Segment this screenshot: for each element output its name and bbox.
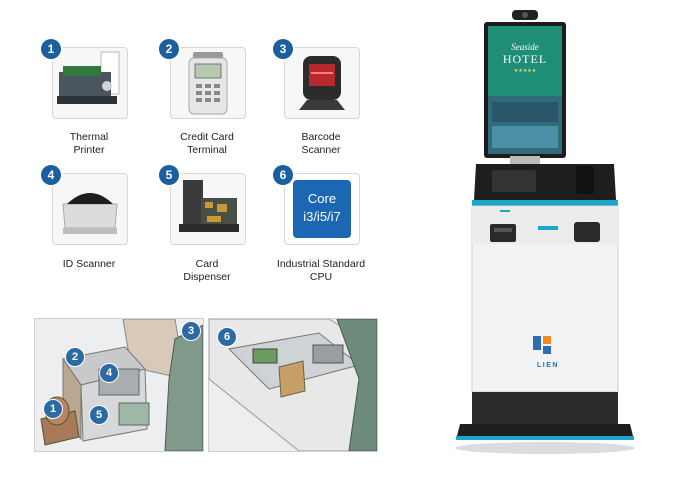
badge-4: 4 (41, 165, 61, 185)
thermal-printer-image (52, 47, 128, 119)
assembly-drawing-right: 6 (208, 318, 378, 452)
drawing-badge-1: 1 (43, 399, 63, 419)
badge-1: 1 (41, 39, 61, 59)
badge-2: 2 (159, 39, 179, 59)
drawing-badge-6: 6 (217, 327, 237, 347)
barcode-scanner-image (284, 47, 360, 119)
card-dispenser-image (170, 173, 246, 245)
assembly-drawing-left: 1 2 3 4 5 (34, 318, 204, 452)
kiosk-machine: Seaside HOTEL ★★★★★ (440, 0, 640, 460)
credit-card-terminal-image (170, 47, 246, 119)
kiosk-brand-label: LIEN (537, 362, 559, 369)
screen-hotel-name-line1: Seaside (511, 42, 539, 52)
id-scanner-image (52, 173, 128, 245)
drawing-badge-2: 2 (65, 347, 85, 367)
badge-3: 3 (273, 39, 293, 59)
drawing-badge-4: 4 (99, 363, 119, 383)
screen-hotel-name-line2: HOTEL (502, 52, 548, 66)
drawing-badge-3: 3 (181, 321, 201, 341)
drawing-badge-5: 5 (89, 405, 109, 425)
screen-stars: ★★★★★ (513, 69, 537, 74)
badge-5: 5 (159, 165, 179, 185)
badge-6: 6 (273, 165, 293, 185)
label-id-scanner: ID Scanner (62, 258, 116, 270)
